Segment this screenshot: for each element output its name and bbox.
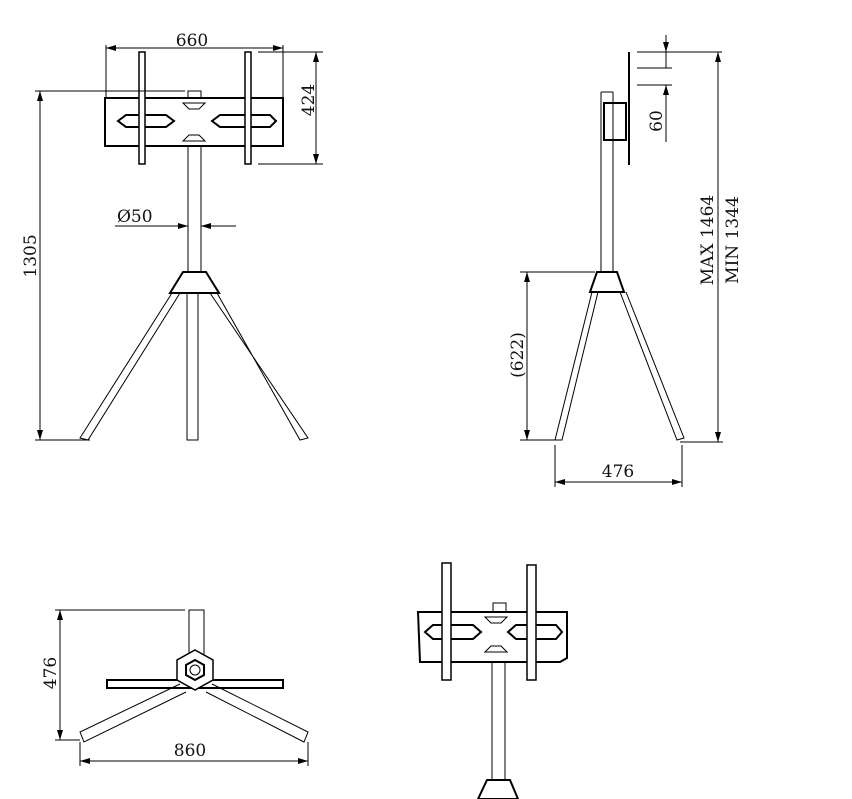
plate-slots	[116, 114, 278, 128]
dim-top-width: 860	[174, 741, 206, 761]
dim-top-depth: 476	[41, 657, 61, 689]
leg-collar	[476, 779, 520, 799]
perspective-view	[416, 562, 568, 799]
front-view: 660 424 1305 Ø50	[21, 31, 323, 441]
top-view: 476 860	[41, 609, 309, 766]
front-legs	[79, 683, 309, 743]
dim-step: 60	[647, 110, 667, 132]
dim-depth: 476	[602, 462, 634, 482]
pole-top	[187, 90, 202, 99]
dim-width: 660	[176, 31, 208, 51]
pole	[600, 91, 614, 272]
vesa-arm-right	[244, 51, 252, 165]
rear-leg	[188, 609, 205, 655]
dim-pole-diameter: Ø50	[117, 207, 153, 227]
legs	[554, 291, 685, 441]
dim-total-height: 1305	[21, 234, 41, 277]
leg-collar	[588, 271, 626, 293]
center-leg	[186, 293, 199, 441]
bracket	[603, 102, 627, 141]
vesa-arm-left	[441, 562, 452, 681]
mount-plate	[104, 97, 284, 147]
leg-collar	[168, 271, 221, 294]
dim-min-height: MIN 1344	[723, 196, 743, 284]
side-legs	[79, 292, 309, 441]
dim-bracket-height: 424	[299, 84, 319, 116]
vesa-arm-left	[138, 51, 146, 165]
hub	[176, 649, 214, 691]
side-view: 60 MAX 1464 MIN 1344 (622) 476	[508, 35, 743, 487]
pole	[187, 146, 202, 272]
dim-max-height: MAX 1464	[698, 195, 718, 285]
pole	[491, 662, 506, 780]
dim-leg-height: (622)	[508, 332, 528, 378]
vesa-arm-right	[526, 564, 537, 681]
mount-plate	[416, 611, 568, 663]
